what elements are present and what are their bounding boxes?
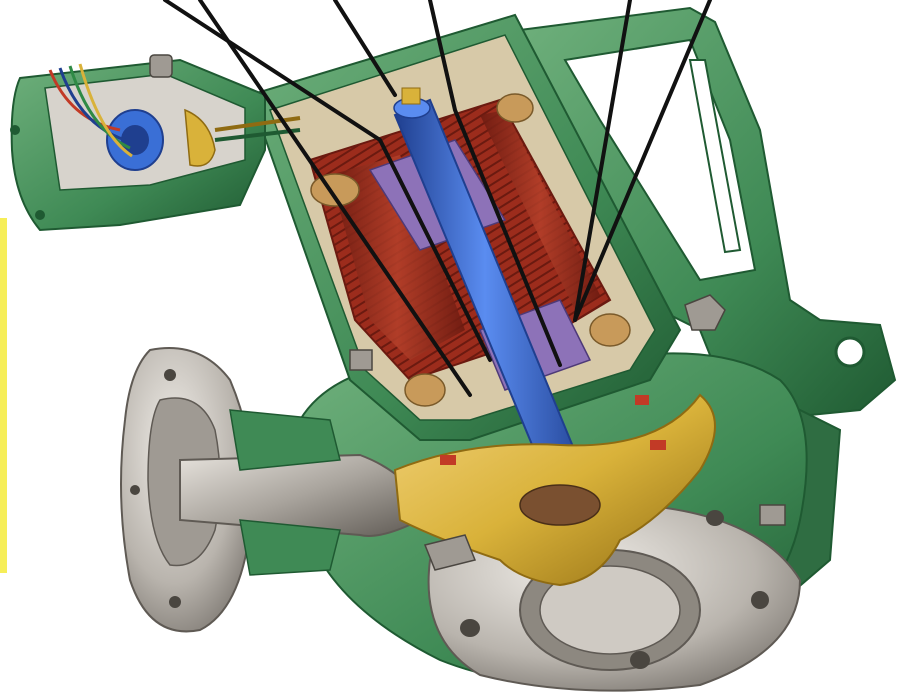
suction-flange [120, 347, 421, 633]
yellow-edge-strip [0, 218, 7, 573]
leader-line-1 [163, 0, 492, 362]
leader-lines [163, 0, 712, 397]
leader-line-6 [573, 0, 712, 322]
leader-line-3 [333, 0, 397, 97]
leader-line-4 [428, 0, 562, 367]
impeller [393, 393, 716, 587]
leader-line-2 [198, 0, 472, 397]
discharge-flange [427, 503, 802, 692]
leader-line-5 [573, 0, 632, 322]
junction-box [10, 54, 301, 232]
bolts [349, 294, 786, 571]
